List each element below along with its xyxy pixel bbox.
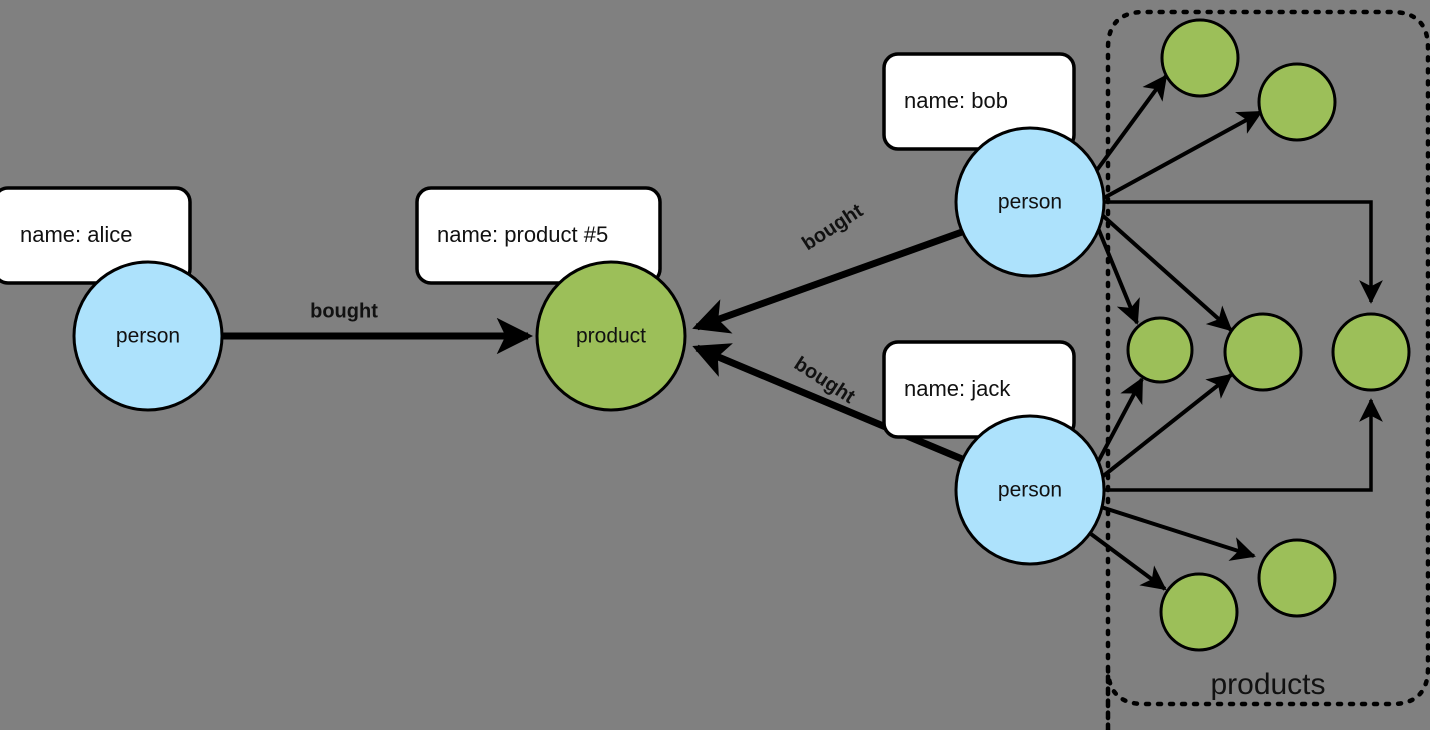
products-group-label: products: [1210, 668, 1325, 701]
node-product5[interactable]: [535, 260, 687, 412]
product-node-3[interactable]: [1126, 316, 1194, 384]
node-label-alice: person: [116, 325, 180, 348]
node-bob[interactable]: [954, 126, 1106, 278]
product-node-5[interactable]: [1331, 312, 1411, 392]
edge-jack-to-product-6: [1100, 505, 1256, 561]
edge-bob-to-product-1: [1095, 74, 1168, 172]
node-alice[interactable]: [72, 260, 224, 412]
edge-bob-to-product-5: [1104, 200, 1383, 304]
edge-label-alice-bought: bought: [310, 300, 378, 322]
edge-jack-to-product-5: [1104, 398, 1383, 492]
property-text-jack: name: jack: [904, 376, 1011, 401]
edge-bob-bought-product: [692, 228, 964, 334]
edge-jack-to-product-3: [1096, 377, 1144, 463]
product-node-4[interactable]: [1223, 312, 1303, 392]
property-text-product: name: product #5: [437, 222, 608, 247]
property-text-bob: name: bob: [904, 88, 1008, 113]
node-label-bob: person: [998, 191, 1062, 214]
node-label-jack: person: [998, 479, 1062, 502]
edge-bob-to-product-2: [1101, 110, 1263, 201]
edge-jack-to-product-4: [1100, 373, 1233, 479]
product-node-6[interactable]: [1257, 538, 1337, 618]
property-text-alice: name: alice: [20, 222, 133, 247]
edge-label-bob-bought: bought: [798, 200, 867, 256]
node-jack[interactable]: [954, 414, 1106, 566]
property-box-product: [415, 186, 662, 285]
edge-bob-to-product-3: [1096, 227, 1140, 325]
product-node-7[interactable]: [1159, 572, 1239, 652]
property-box-alice: [0, 186, 192, 285]
edge-jack-to-product-7: [1089, 532, 1167, 591]
node-label-product5: product: [576, 325, 646, 348]
products-group-boundary: [1105, 9, 1430, 730]
product-node-2[interactable]: [1257, 62, 1337, 142]
edge-jack-bought-product: [692, 343, 964, 463]
edge-bob-to-product-4: [1099, 212, 1233, 332]
product-node-1[interactable]: [1160, 18, 1240, 98]
